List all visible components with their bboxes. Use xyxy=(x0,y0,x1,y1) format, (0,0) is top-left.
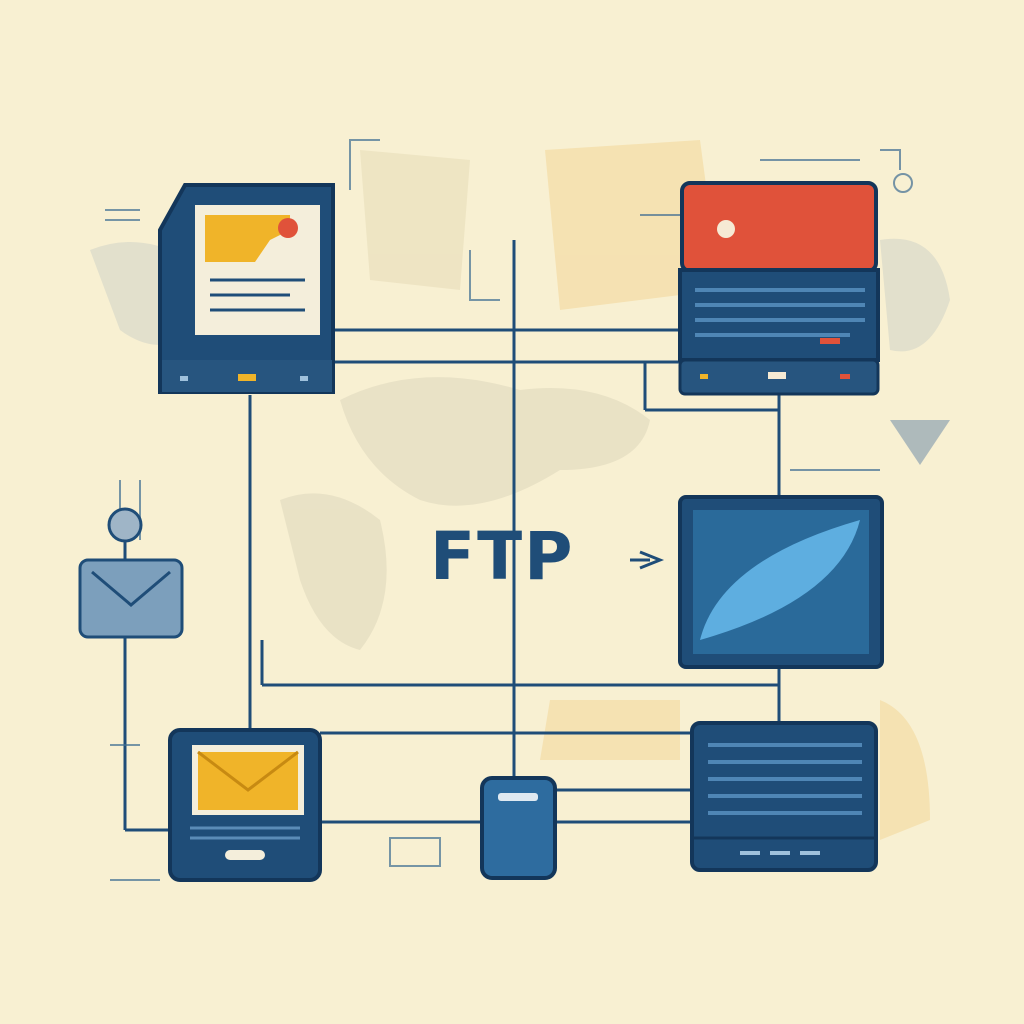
storage-drive-device xyxy=(480,776,557,880)
document-tablet-device xyxy=(158,183,335,394)
world-map-background xyxy=(90,140,950,840)
server-device-top-right xyxy=(678,181,880,396)
decorative-lines xyxy=(105,139,950,881)
server-device-bottom-right xyxy=(690,721,878,872)
monitor-device xyxy=(630,495,884,669)
email-laptop-device xyxy=(168,728,322,882)
mail-node-icon xyxy=(78,507,184,639)
ftp-label: FTP xyxy=(430,518,575,595)
